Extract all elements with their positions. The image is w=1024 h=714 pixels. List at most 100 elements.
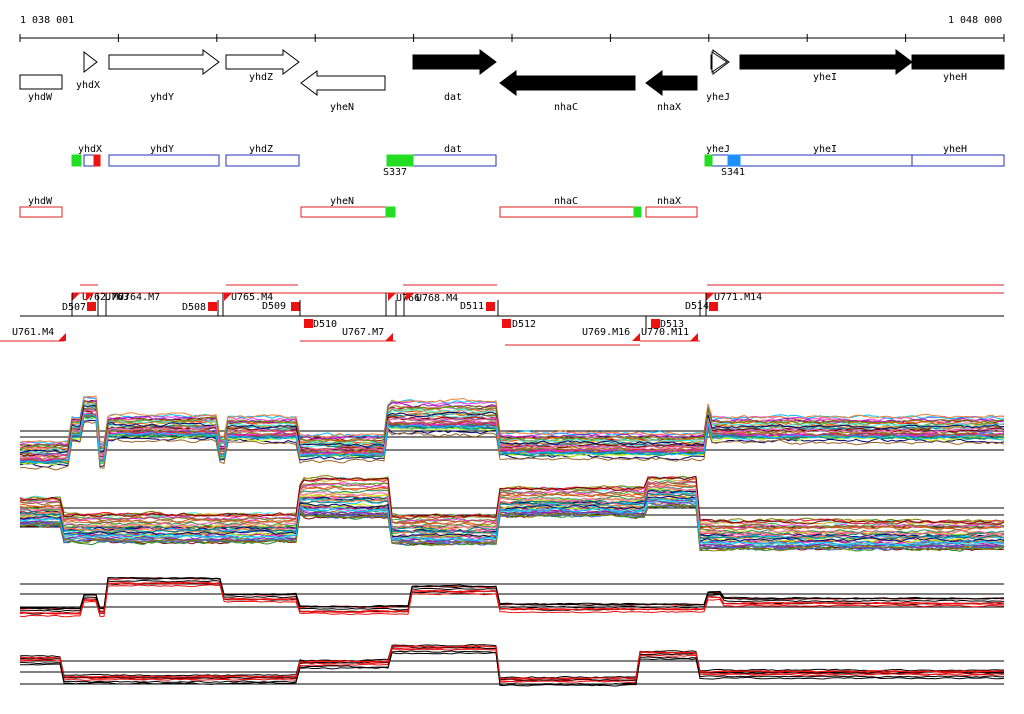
transcript-box xyxy=(300,206,387,218)
segment-flag xyxy=(388,293,396,301)
segment-label: D508 xyxy=(182,302,206,313)
expression-series-line xyxy=(19,396,1005,446)
breakpoint-marker xyxy=(87,302,96,311)
segment-label: U769.M16 xyxy=(582,327,630,338)
gene-arrow xyxy=(739,49,913,75)
plus-box-yhdZ[interactable]: yhdZ xyxy=(225,144,300,167)
expression-series-line xyxy=(19,645,1005,680)
gene-arrow xyxy=(911,54,1005,70)
site-marker xyxy=(385,206,396,218)
segment-flag xyxy=(72,293,80,301)
minus-box-nhaC[interactable]: nhaC xyxy=(499,196,636,218)
expression-profile-panel-2 xyxy=(19,475,1005,552)
segment-label: D507 xyxy=(62,302,86,313)
expression-series-line xyxy=(19,497,1005,547)
transcript-box xyxy=(108,154,220,167)
minus-box-yheN[interactable]: yheN xyxy=(300,196,387,218)
plus-box-label: yhdY xyxy=(150,144,174,155)
expression-series-line xyxy=(19,479,1005,529)
gene-yhdZ[interactable]: yhdZ xyxy=(225,49,300,83)
ruler-ticks xyxy=(19,34,1005,42)
expression-profile-panel-1 xyxy=(19,395,1005,471)
breakpoint-marker xyxy=(291,302,300,311)
gene-yhdX[interactable]: yhdX xyxy=(76,50,100,91)
gene-label: yhdW xyxy=(28,92,53,103)
gene-nhaX[interactable]: nhaX xyxy=(645,70,698,113)
gene-yhdY[interactable]: yhdY xyxy=(108,49,220,103)
expression-series-line xyxy=(19,488,1005,535)
gene-arrow xyxy=(83,50,98,74)
transcript-box xyxy=(645,206,698,218)
gene-label: dat xyxy=(444,92,462,103)
expression-series-line xyxy=(19,648,1005,684)
plus-box-label: yheH xyxy=(943,144,967,155)
segment-label: U765.M4 xyxy=(231,292,273,303)
expression-series-line xyxy=(19,404,1005,454)
gene-yheH[interactable]: yheH xyxy=(911,54,1005,83)
segment-label: D513 xyxy=(660,319,684,330)
segment-flag xyxy=(690,333,698,341)
end-coordinate-label: 1 048 000 xyxy=(948,15,1002,26)
gene-arrow xyxy=(645,70,698,96)
gene-dat[interactable]: dat xyxy=(412,49,497,103)
segment-flag xyxy=(406,293,414,301)
expression-series-line xyxy=(19,498,1005,548)
breakpoint-marker xyxy=(486,302,495,311)
gene-label: nhaC xyxy=(554,102,578,113)
coordinate-ruler: 1 038 001 1 048 000 xyxy=(19,15,1005,42)
segment-markers xyxy=(58,293,718,341)
site-marker xyxy=(727,154,741,167)
breakpoint-marker xyxy=(709,302,718,311)
gene-yhdW[interactable]: yhdW xyxy=(19,74,63,103)
gene-label: yhdX xyxy=(76,80,100,91)
expression-series-line xyxy=(19,395,1005,445)
plus-box-yheI[interactable]: yheI xyxy=(739,144,913,167)
breakpoint-marker xyxy=(208,302,217,311)
plus-box-yhdY[interactable]: yhdY xyxy=(108,144,220,167)
segment-label: D511 xyxy=(460,301,484,312)
expression-series-line xyxy=(19,645,1004,680)
expression-series-line xyxy=(19,582,1005,615)
breakpoint-marker xyxy=(304,319,313,328)
expression-profile-panel-4 xyxy=(19,643,1005,687)
gene-label: yhdZ xyxy=(249,72,273,83)
segment-flag xyxy=(58,333,66,341)
expression-series-line xyxy=(19,399,1005,449)
segment-label: D512 xyxy=(512,319,536,330)
site-marker xyxy=(386,154,414,167)
expression-series-line xyxy=(19,577,1005,611)
minus-box-label: nhaC xyxy=(554,196,578,207)
gene-nhaC[interactable]: nhaC xyxy=(499,70,636,113)
segment-label: U768.M4 xyxy=(416,293,458,304)
transcript-box xyxy=(911,154,1005,167)
expression-series-line xyxy=(19,492,1005,541)
expression-series-line xyxy=(19,480,1005,530)
site-label: S337 xyxy=(383,167,407,178)
gene-arrow xyxy=(711,51,728,73)
transcript-box xyxy=(412,154,497,167)
gene-label: nhaX xyxy=(657,102,681,113)
minus-box-yhdW[interactable]: yhdW xyxy=(19,196,63,218)
plus-box-dat[interactable]: dat xyxy=(412,144,497,167)
minus-box-label: nhaX xyxy=(657,196,681,207)
plus-box-yheH[interactable]: yheH xyxy=(911,144,1005,167)
gene-yheN[interactable]: yheN xyxy=(300,70,386,113)
plus-box-label: yhdZ xyxy=(249,144,273,155)
expression-series-line xyxy=(19,495,1005,543)
expression-series-line xyxy=(19,503,1005,552)
segment-flag xyxy=(385,333,393,341)
expression-profile-panel-3 xyxy=(19,576,1005,618)
gene-yheI[interactable]: yheI xyxy=(739,49,913,83)
gene-arrow xyxy=(499,70,636,96)
segment-label: U770.M11 xyxy=(641,327,689,338)
expression-series-line xyxy=(19,579,1005,613)
expression-series-line xyxy=(19,412,1005,462)
expression-series-line xyxy=(19,485,1004,536)
gene-label: yheJ xyxy=(706,92,730,103)
segment-label: U763 xyxy=(105,292,129,303)
start-coordinate-label: 1 038 001 xyxy=(20,15,74,26)
gene-arrow xyxy=(108,49,220,75)
minus-box-nhaX[interactable]: nhaX xyxy=(645,196,698,218)
